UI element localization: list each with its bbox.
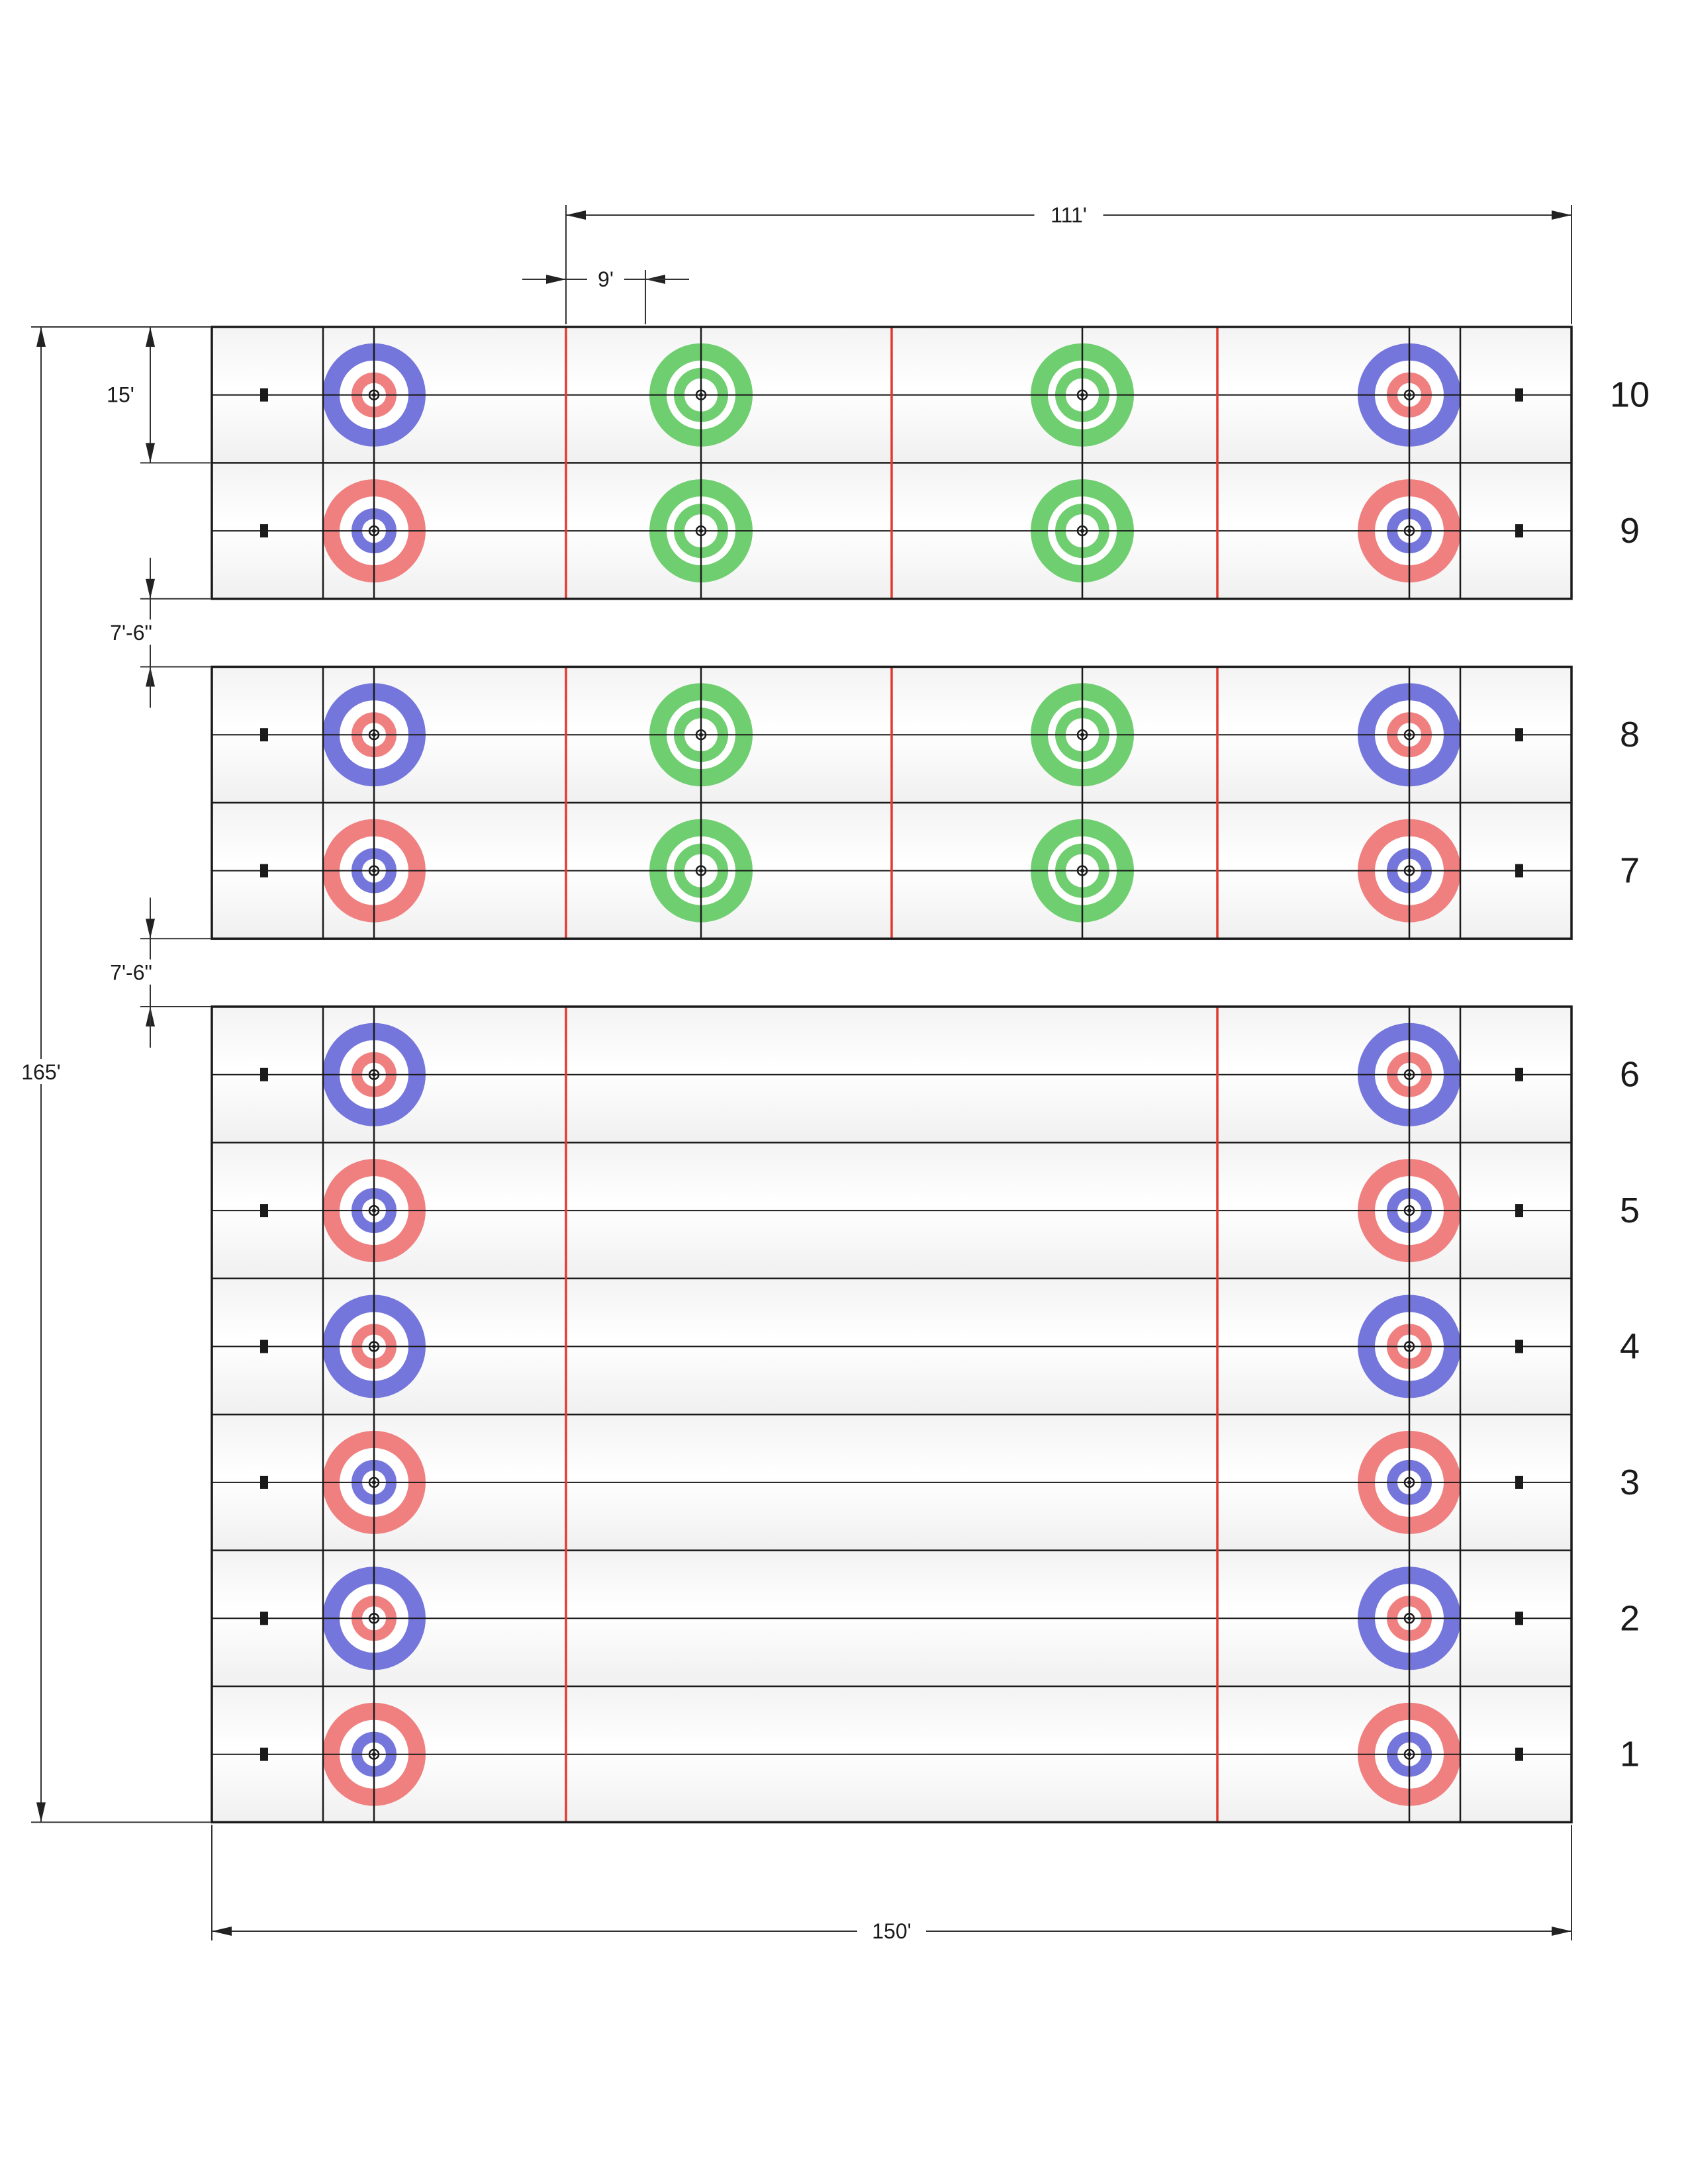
dim-total-height: 165' [13,327,70,1823]
dim-arrow [146,919,155,939]
hack-marker [260,1475,268,1489]
sheet-group-border [211,1005,1573,1824]
dim-arrow [212,1927,232,1936]
dim-label-play-length: 111' [1051,203,1087,227]
dim-gap-1-label: 7'-6" [110,621,152,645]
hack-marker [1515,864,1523,878]
lane-number: 4 [1620,1326,1640,1366]
lane-number: 5 [1620,1191,1640,1230]
hack-marker [1515,728,1523,742]
hack-marker [1515,1747,1523,1761]
lane-number: 2 [1620,1598,1640,1638]
dim-label-total-width-bg [857,1918,926,1943]
dim-arrow [146,578,155,599]
hack-marker [1515,1204,1523,1218]
dim-play-length: 111' [566,202,1571,227]
sheet-group-2: 87 [211,665,1640,940]
dim-label-sheet-width: 15' [107,383,134,407]
lane-number: 6 [1620,1055,1640,1095]
hack-marker [260,1612,268,1625]
hack-marker [260,388,268,402]
hack-marker [260,524,268,538]
dim-label-total-height: 165' [21,1060,61,1084]
dimensions: 111' 9' 15' 7'-6" 7'-6" 165' 150' [13,202,1572,1943]
dim-arrow [1552,210,1571,220]
dim-gap-2: 7'-6" [95,897,167,1048]
hack-marker [1515,1475,1523,1489]
dim-gap-2-label: 7'-6" [110,961,152,985]
dim-arrow [36,327,46,347]
dim-label-hog-offset-bg [587,266,624,291]
dim-sheet-width: 15' [99,327,155,463]
dim-arrow [566,210,586,220]
hack-marker [260,728,268,742]
lane-number: 1 [1620,1735,1640,1774]
dim-label-sheet-width-bg [99,381,142,407]
lane-number: 7 [1620,851,1640,891]
hack-marker [1515,388,1523,402]
lane-number: 9 [1620,511,1640,551]
sheet-group-1: 10 9 [211,326,1650,600]
hack-marker [260,1204,268,1218]
lane-number: 8 [1620,715,1640,754]
dim-gap-2-label-bg [95,959,167,985]
lane-number: 10 [1610,375,1650,415]
hack-marker [1515,1612,1523,1625]
hack-marker [1515,524,1523,538]
hack-marker [1515,1068,1523,1081]
hack-marker [260,1340,268,1353]
hack-marker [260,864,268,878]
sheet-group-border [211,665,1573,940]
dim-gap-1: 7'-6" [95,557,167,708]
lane-number: 3 [1620,1463,1640,1502]
sheet-group-border [211,326,1573,600]
dim-label-play-length-bg [1034,202,1103,227]
hack-marker [1515,1340,1523,1353]
dim-label-total-width: 150' [872,1919,912,1943]
sheet-group-3: 6 5 4 3 2 1 [211,1005,1640,1824]
dim-total-width: 150' [212,1918,1571,1943]
dim-gap-1-label-bg [95,619,167,645]
dim-hog-offset: 9' [522,266,689,291]
dim-arrow [546,275,566,284]
dim-label-hog-offset: 9' [598,267,614,291]
dim-label-total-height-bg [13,1059,70,1084]
dim-arrow [36,1802,46,1823]
dim-arrow [1552,1927,1571,1936]
hack-marker [260,1747,268,1761]
dim-arrow [146,443,155,463]
dim-arrow [146,327,155,347]
hack-marker [260,1068,268,1081]
